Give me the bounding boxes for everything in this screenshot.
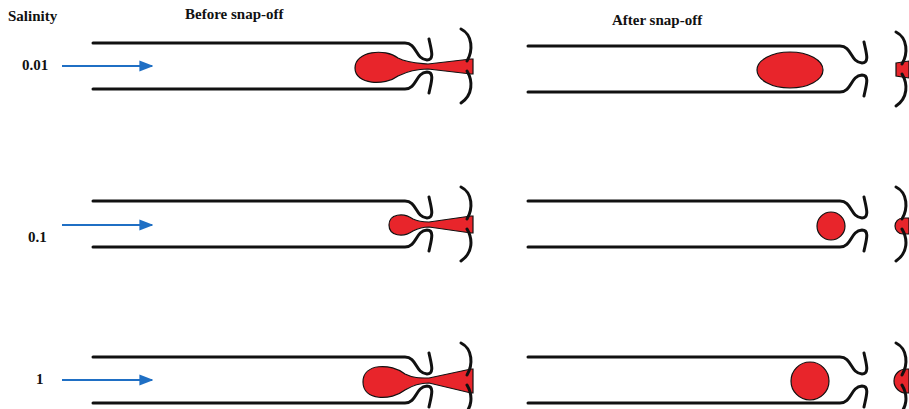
- salinity-value: 1: [36, 371, 44, 388]
- pore-after-3: [528, 343, 909, 409]
- column-heading: After snap-off: [612, 12, 702, 29]
- pore-after-2: [528, 187, 909, 261]
- column-heading: Before snap-off: [185, 6, 283, 23]
- salinity-value: 0.01: [22, 57, 48, 74]
- pore-before-3: [93, 343, 473, 409]
- flow-arrows: [62, 66, 152, 380]
- pore-before-1: [93, 29, 473, 103]
- pore-before-2: [93, 187, 473, 261]
- salinity-value: 0.1: [28, 229, 47, 246]
- column-heading: Salinity: [8, 8, 57, 25]
- pore-after-1: [528, 32, 909, 106]
